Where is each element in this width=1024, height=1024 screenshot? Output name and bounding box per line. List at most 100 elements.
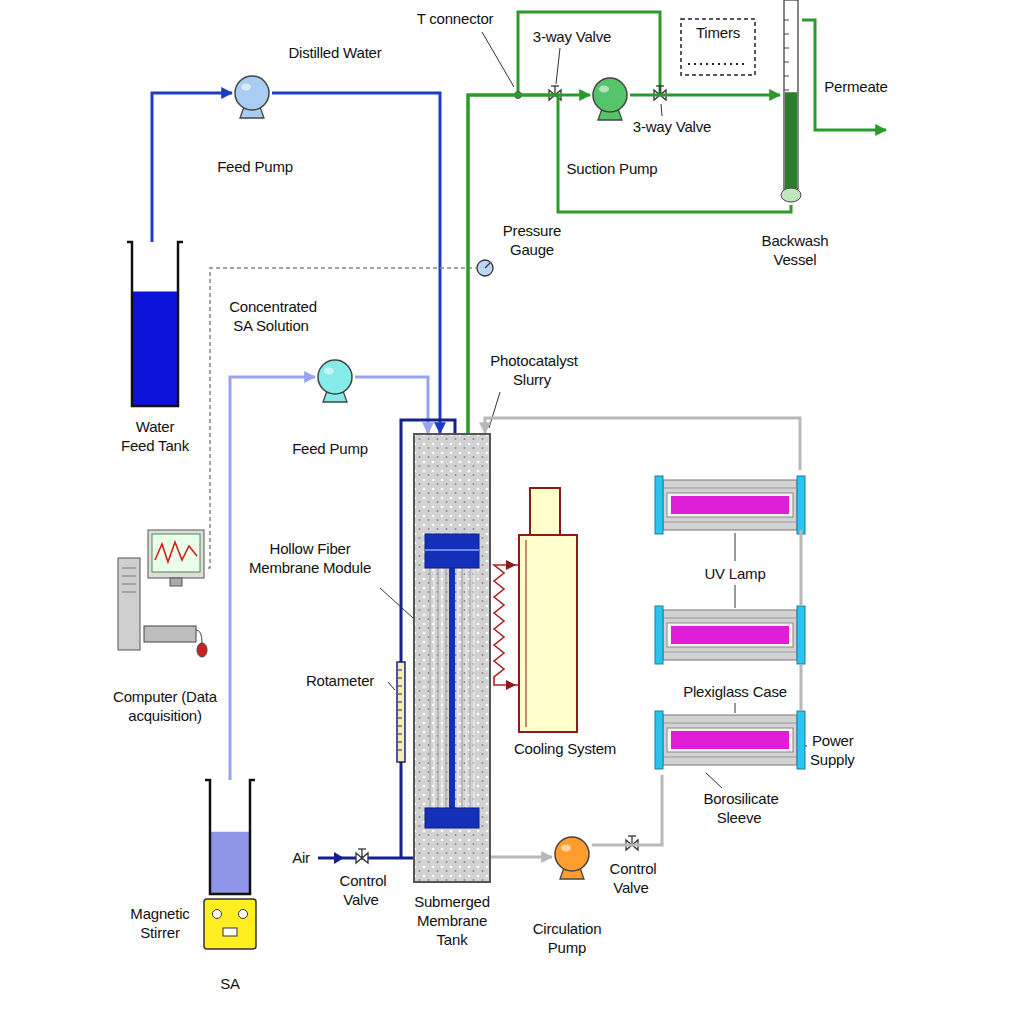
component-label: Magnetic Stirrer — [120, 905, 200, 943]
shape-outline — [118, 530, 208, 675]
computer: Computer (Data acquisition) — [118, 530, 208, 675]
valve-label: 3-way Valve — [631, 118, 713, 135]
shape-outline — [208, 780, 252, 895]
tank-body — [414, 434, 490, 882]
text-slot: Cooling System — [505, 740, 625, 759]
shape-outline — [232, 74, 272, 118]
rotameter: Rotameter — [396, 662, 406, 762]
coolant-arrowhead — [506, 560, 516, 570]
cooling-coil — [494, 565, 518, 685]
label-box: Plexiglass Case — [665, 683, 805, 702]
borosilicate-sleeve — [667, 728, 793, 752]
rotameter-tick — [398, 750, 402, 751]
water-feed-tank: Water Feed Tank — [130, 242, 180, 407]
module-header — [425, 808, 479, 828]
vessel-tick — [784, 76, 789, 77]
component-label: Water Feed Tank — [118, 418, 193, 456]
hollow-fiber — [466, 568, 467, 808]
flow-label-box: Distilled Water — [286, 44, 383, 63]
mouse — [197, 643, 207, 657]
feed-pump: Feed Pump — [232, 74, 272, 118]
shape-outline — [590, 76, 630, 120]
uv-reactor: UV Lamp — [655, 470, 805, 775]
hollow-fiber — [446, 568, 447, 808]
outlet-label: Permeate — [822, 78, 889, 95]
borosilicate-sleeve — [667, 493, 793, 517]
cooling-system: Cooling System — [518, 488, 578, 733]
rotameter-tick — [398, 742, 402, 743]
end-cap — [655, 606, 663, 664]
component-label: Feed Pump — [205, 158, 305, 177]
uv-lamp — [671, 731, 789, 749]
text-slot: Circulation Pump — [522, 920, 612, 958]
valve-label: Control Valve — [338, 872, 387, 908]
shape-outline — [396, 662, 406, 762]
end-cap — [797, 711, 805, 769]
pump-shine — [241, 84, 251, 91]
rotameter-tick — [398, 718, 402, 719]
text-slot: Feed Pump — [280, 440, 380, 459]
valve-label: 3-way Valve — [531, 28, 613, 45]
text-slot: Feed Pump — [205, 158, 305, 177]
shape-outline — [518, 488, 578, 733]
shape-outline — [476, 259, 494, 277]
text-slot: Backwash Vessel — [750, 232, 840, 270]
uv-lamp — [671, 496, 789, 514]
three-way-valve — [654, 86, 666, 100]
vessel-cap — [781, 188, 801, 202]
rotameter-tick — [398, 694, 402, 695]
component-label: Feed Pump — [280, 440, 380, 459]
stirrer-knob — [239, 910, 248, 919]
end-cap — [655, 476, 663, 534]
component-label: Rotameter — [295, 672, 385, 691]
drive-slot — [122, 584, 136, 585]
shape-outline — [425, 528, 479, 830]
liquid — [210, 832, 250, 893]
pump-shine — [324, 368, 334, 375]
pump-body — [235, 76, 269, 110]
screen — [152, 534, 200, 572]
screen-trace — [155, 542, 197, 562]
component-label: SA — [200, 975, 260, 994]
control-valve — [626, 836, 638, 850]
air-riser — [400, 762, 403, 858]
shape-outline — [130, 242, 180, 407]
plexiglass-case — [663, 715, 797, 765]
sa-feed-tank: SA — [208, 780, 252, 895]
stirrer-body — [204, 899, 256, 949]
vessel-tube — [784, 0, 798, 189]
inlet-label: Air — [290, 849, 312, 866]
vessel-water — [785, 92, 797, 188]
backwash-vessel: Backwash Vessel — [780, 0, 802, 205]
gauge-needle — [485, 263, 490, 268]
pump-shine — [561, 845, 571, 852]
keyboard — [144, 626, 196, 642]
case-rib — [663, 488, 797, 489]
end-cap — [797, 606, 805, 664]
pipe-connector — [355, 377, 428, 433]
membrane-tank: Submerged Membrane TankHollow Fiber Memb… — [413, 433, 491, 883]
coolant-arrowhead — [506, 680, 516, 690]
pump-body — [593, 78, 627, 112]
timer-scale — [688, 63, 748, 65]
shape-outline — [203, 898, 257, 950]
shape-outline — [780, 0, 802, 205]
hollow-fiber — [434, 568, 435, 808]
suction-pump: Suction Pump — [590, 76, 630, 120]
pipe-connector — [230, 377, 315, 780]
text-slot: Magnetic Stirrer — [120, 905, 200, 943]
magnetic-stirrer: Magnetic Stirrer — [203, 898, 257, 950]
chiller-top — [530, 488, 560, 535]
pipe-connector — [468, 95, 791, 528]
label-box: 3-way Valve — [622, 118, 722, 137]
drive-slot — [122, 576, 136, 577]
hollow-fiber — [442, 568, 443, 808]
text-slot: Suction Pump — [562, 160, 662, 179]
flow-label: Distilled Water — [286, 44, 383, 61]
rotameter-tick — [398, 686, 402, 687]
vessel-tick — [784, 48, 789, 49]
hollow-fiber — [474, 568, 475, 808]
module-header — [425, 534, 479, 568]
hollow-fiber — [462, 568, 463, 808]
